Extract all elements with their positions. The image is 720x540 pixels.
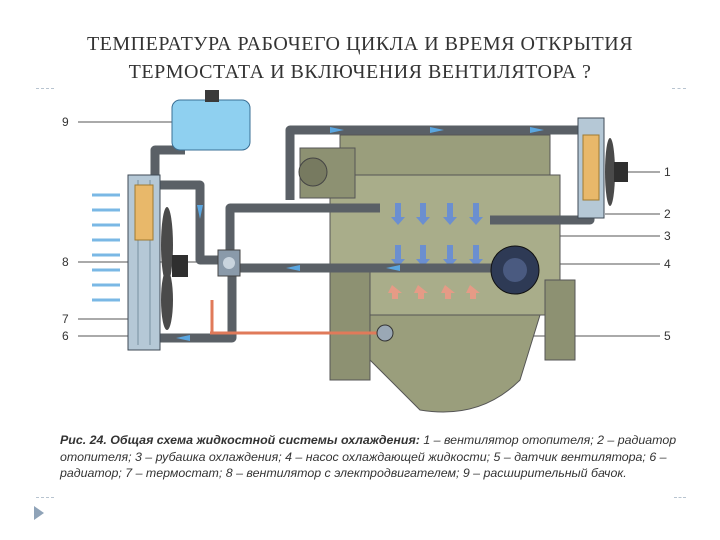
label-7: 7 (62, 312, 69, 326)
divider-right-bottom (674, 497, 686, 498)
label-6: 6 (62, 329, 69, 343)
figure-caption: Рис. 24. Общая схема жидкостной системы … (60, 432, 680, 482)
slide-title-line-1: ТЕМПЕРАТУРА РАБОЧЕГО ЦИКЛА И ВРЕМЯ ОТКРЫ… (86, 33, 634, 55)
slide-title-line-2: ТЕРМОСТАТА И ВКЛЮЧЕНИЯ ВЕНТИЛЯТОРА ? (128, 61, 592, 83)
divider-right-top (672, 88, 686, 89)
caption-figure-number: Рис. 24. Общая схема жидкостной системы … (60, 433, 420, 447)
heater-fan (605, 138, 628, 206)
label-4: 4 (664, 257, 671, 271)
label-5: 5 (664, 329, 671, 343)
radiator-fan (161, 207, 188, 330)
radiator (127, 174, 161, 351)
next-slide-arrow-icon[interactable] (34, 506, 44, 520)
label-9: 9 (62, 115, 69, 129)
coolant-jacket-arrows (391, 203, 483, 267)
slide-title: ТЕМПЕРАТУРА РАБОЧЕГО ЦИКЛА И ВРЕМЯ ОТКРЫ… (0, 30, 720, 86)
label-8: 8 (62, 255, 69, 269)
label-1: 1 (664, 165, 671, 179)
heater-radiator (577, 117, 605, 219)
coolant-flow-arrows (176, 127, 544, 341)
caption-text: 1 – вентилятор отопителя; 2 – радиатор о… (60, 433, 677, 480)
label-3: 3 (664, 229, 671, 243)
water-pump (490, 245, 540, 295)
divider-left-bottom (36, 497, 54, 498)
hot-flow-arrows (388, 285, 480, 299)
expansion-tank (171, 90, 251, 151)
fan-sensor (376, 324, 394, 342)
label-2: 2 (664, 207, 671, 221)
thermostat (217, 249, 241, 277)
divider-left-top (36, 88, 54, 89)
engine-block (298, 134, 576, 413)
airflow-arrows (92, 193, 120, 302)
